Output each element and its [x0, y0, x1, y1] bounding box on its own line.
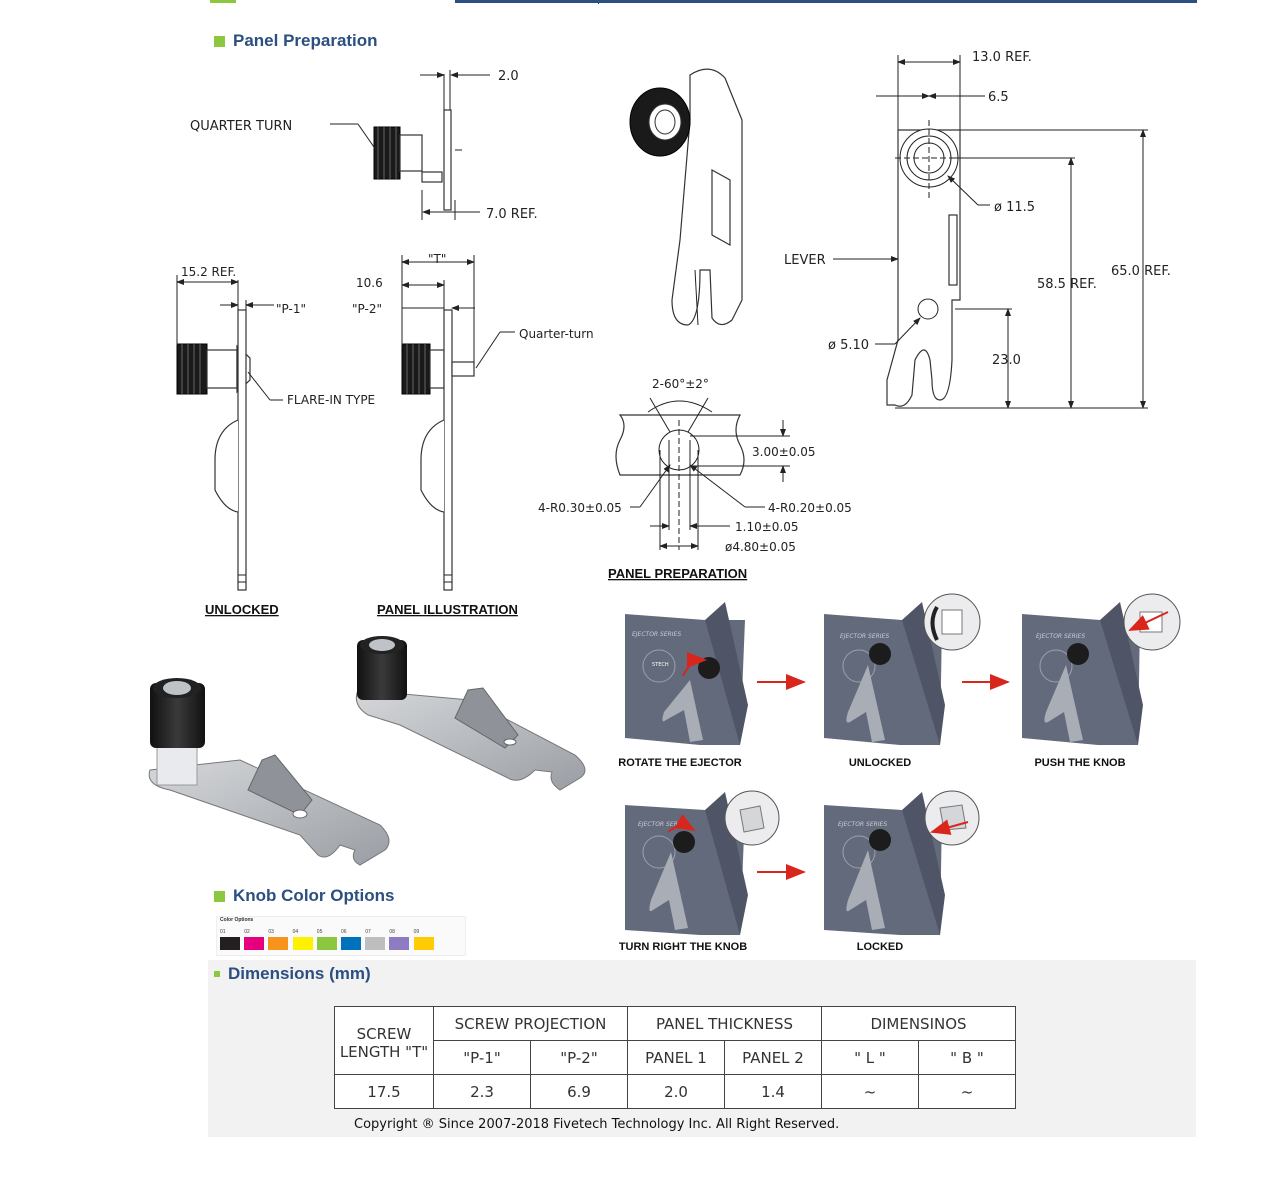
dim-p2: "P-2" [352, 302, 382, 316]
color-swatch-code: 04 [292, 929, 299, 935]
color-swatch [389, 937, 410, 950]
section-title-dimensions: Dimensions (mm) [214, 964, 371, 984]
step-caption-unlocked: UNLOCKED [848, 757, 912, 769]
dim-15-2-ref: 15.2 REF. [181, 265, 236, 279]
color-swatch-code: 09 [413, 929, 420, 935]
color-swatch [316, 937, 337, 950]
dim-1-10: 1.10±0.05 [735, 520, 799, 534]
dim-6-5: 6.5 [988, 90, 1009, 105]
color-swatch [268, 937, 289, 950]
dim-2-0: 2.0 [498, 69, 519, 84]
step-caption-push: PUSH THE KNOB [1034, 757, 1126, 769]
cell-panel1: 2.0 [627, 1074, 725, 1109]
color-swatch-code: 07 [365, 929, 371, 935]
cell-screw-length: 17.5 [334, 1074, 434, 1109]
label-quarter-turn-small: Quarter-turn [519, 327, 594, 341]
front-view-lever: 13.0 REF. 6.5 ø 11.5 LEVER 58.5 REF. 65.… [784, 50, 1171, 409]
dim-65-0-ref: 65.0 REF. [1111, 264, 1171, 279]
header-panel2: PANEL 2 [724, 1040, 822, 1075]
label-lever: LEVER [784, 253, 826, 268]
bullet-icon [214, 971, 220, 977]
cell-p2: 6.9 [530, 1074, 628, 1109]
top-nav-divider [598, 0, 599, 4]
section-title-text: Knob Color Options [233, 886, 395, 905]
color-swatch [365, 937, 386, 950]
top-accent-bar [210, 0, 236, 3]
dim-23-0: 23.0 [992, 353, 1021, 368]
caption-panel-illustration: PANEL ILLUSTRATION [377, 602, 518, 617]
dim-7-0-ref: 7.0 REF. [486, 207, 538, 222]
header-panel-thickness: PANEL THICKNESS [627, 1006, 822, 1041]
step-caption-rotate: ROTATE THE EJECTOR [618, 757, 742, 769]
header-screw-length: SCREW LENGTH "T" [334, 1006, 434, 1075]
section-title-knob-color: Knob Color Options [214, 886, 394, 906]
dim-p1: "P-1" [276, 302, 306, 316]
color-swatch-code: 03 [268, 929, 274, 935]
label-quarter-turn: QUARTER TURN [190, 119, 292, 134]
header-b: " B " [918, 1040, 1016, 1075]
label-flare-in-type: FLARE-IN TYPE [287, 393, 375, 407]
technical-drawing: QUARTER TURN 2.0 7.0 REF. 15.2 REF. "P-1… [148, 50, 1171, 880]
header-panel1: PANEL 1 [627, 1040, 725, 1075]
dim-dia-11-5: ø 11.5 [994, 200, 1035, 215]
color-swatch-code: 01 [220, 929, 226, 935]
panel-illustration-view: "T" 10.6 "P-2" Quarter-turn PANEL ILLUST… [352, 252, 594, 617]
cell-b: ~ [918, 1074, 1016, 1109]
cell-l: ~ [821, 1074, 919, 1109]
color-options-title: Color Options [220, 917, 254, 923]
dim-58-5-ref: 58.5 REF. [1037, 277, 1097, 292]
dim-angle: 2-60°±2° [652, 377, 709, 391]
section-title-panel-preparation: Panel Preparation [214, 31, 378, 51]
isometric-lever-drawing [629, 68, 743, 326]
step-caption-turn-right: TURN RIGHT THE KNOB [618, 941, 748, 953]
header-p2: "P-2" [530, 1040, 628, 1075]
product-photo-2 [355, 636, 586, 791]
section-title-text: Dimensions (mm) [228, 964, 371, 983]
copyright-text: Copyright ® Since 2007-2018 Fivetech Tec… [354, 1117, 840, 1132]
cell-p1: 2.3 [433, 1074, 531, 1109]
caption-panel-preparation: PANEL PREPARATION [608, 566, 747, 581]
color-options-card [216, 916, 466, 956]
color-swatch [413, 937, 434, 950]
section-title-text: Panel Preparation [233, 31, 378, 50]
dim-t: "T" [428, 252, 446, 266]
panel-cutout-drawing: 2-60°±2° 3.00±0.05 4-R0.30±0.05 4-R0.20±… [538, 377, 852, 581]
dim-r020: 4-R0.20±0.05 [768, 501, 852, 515]
unlocked-view: 15.2 REF. "P-1" FLARE-IN TYPE UNLOCKED [176, 265, 375, 617]
color-swatch-code: 02 [244, 929, 250, 935]
top-nav-bar [455, 0, 1197, 3]
color-swatch-code: 08 [389, 929, 395, 935]
header-screw-length-text: SCREW LENGTH "T" [339, 1024, 429, 1061]
caption-unlocked: UNLOCKED [205, 602, 279, 617]
dim-dia-4-80: ø4.80±0.05 [725, 540, 796, 554]
bullet-icon [214, 35, 225, 47]
product-photo-1 [148, 678, 390, 866]
side-view-quarter-turn: QUARTER TURN 2.0 7.0 REF. [190, 69, 538, 222]
dim-3-00: 3.00±0.05 [752, 445, 816, 459]
header-p1: "P-1" [433, 1040, 531, 1075]
header-l: " L " [821, 1040, 919, 1075]
color-swatch [341, 937, 361, 950]
step-caption-locked: LOCKED [856, 941, 904, 953]
color-swatch [292, 937, 313, 950]
cell-panel2: 1.4 [724, 1074, 822, 1109]
color-swatch-code: 06 [341, 929, 347, 935]
header-screw-projection: SCREW PROJECTION [433, 1006, 628, 1041]
dim-dia-5-10: ø 5.10 [828, 338, 869, 353]
bullet-icon [214, 890, 225, 902]
header-dimensinos: DIMENSINOS [821, 1006, 1016, 1041]
dimensions-table: SCREW LENGTH "T" SCREW PROJECTION PANEL … [334, 1006, 1016, 1109]
color-swatch-code: 05 [316, 929, 323, 935]
dim-10-6: 10.6 [356, 276, 383, 290]
dim-r030: 4-R0.30±0.05 [538, 501, 622, 515]
dim-13-0-ref: 13.0 REF. [972, 50, 1032, 65]
color-swatch [244, 937, 265, 950]
color-swatch [220, 937, 240, 950]
